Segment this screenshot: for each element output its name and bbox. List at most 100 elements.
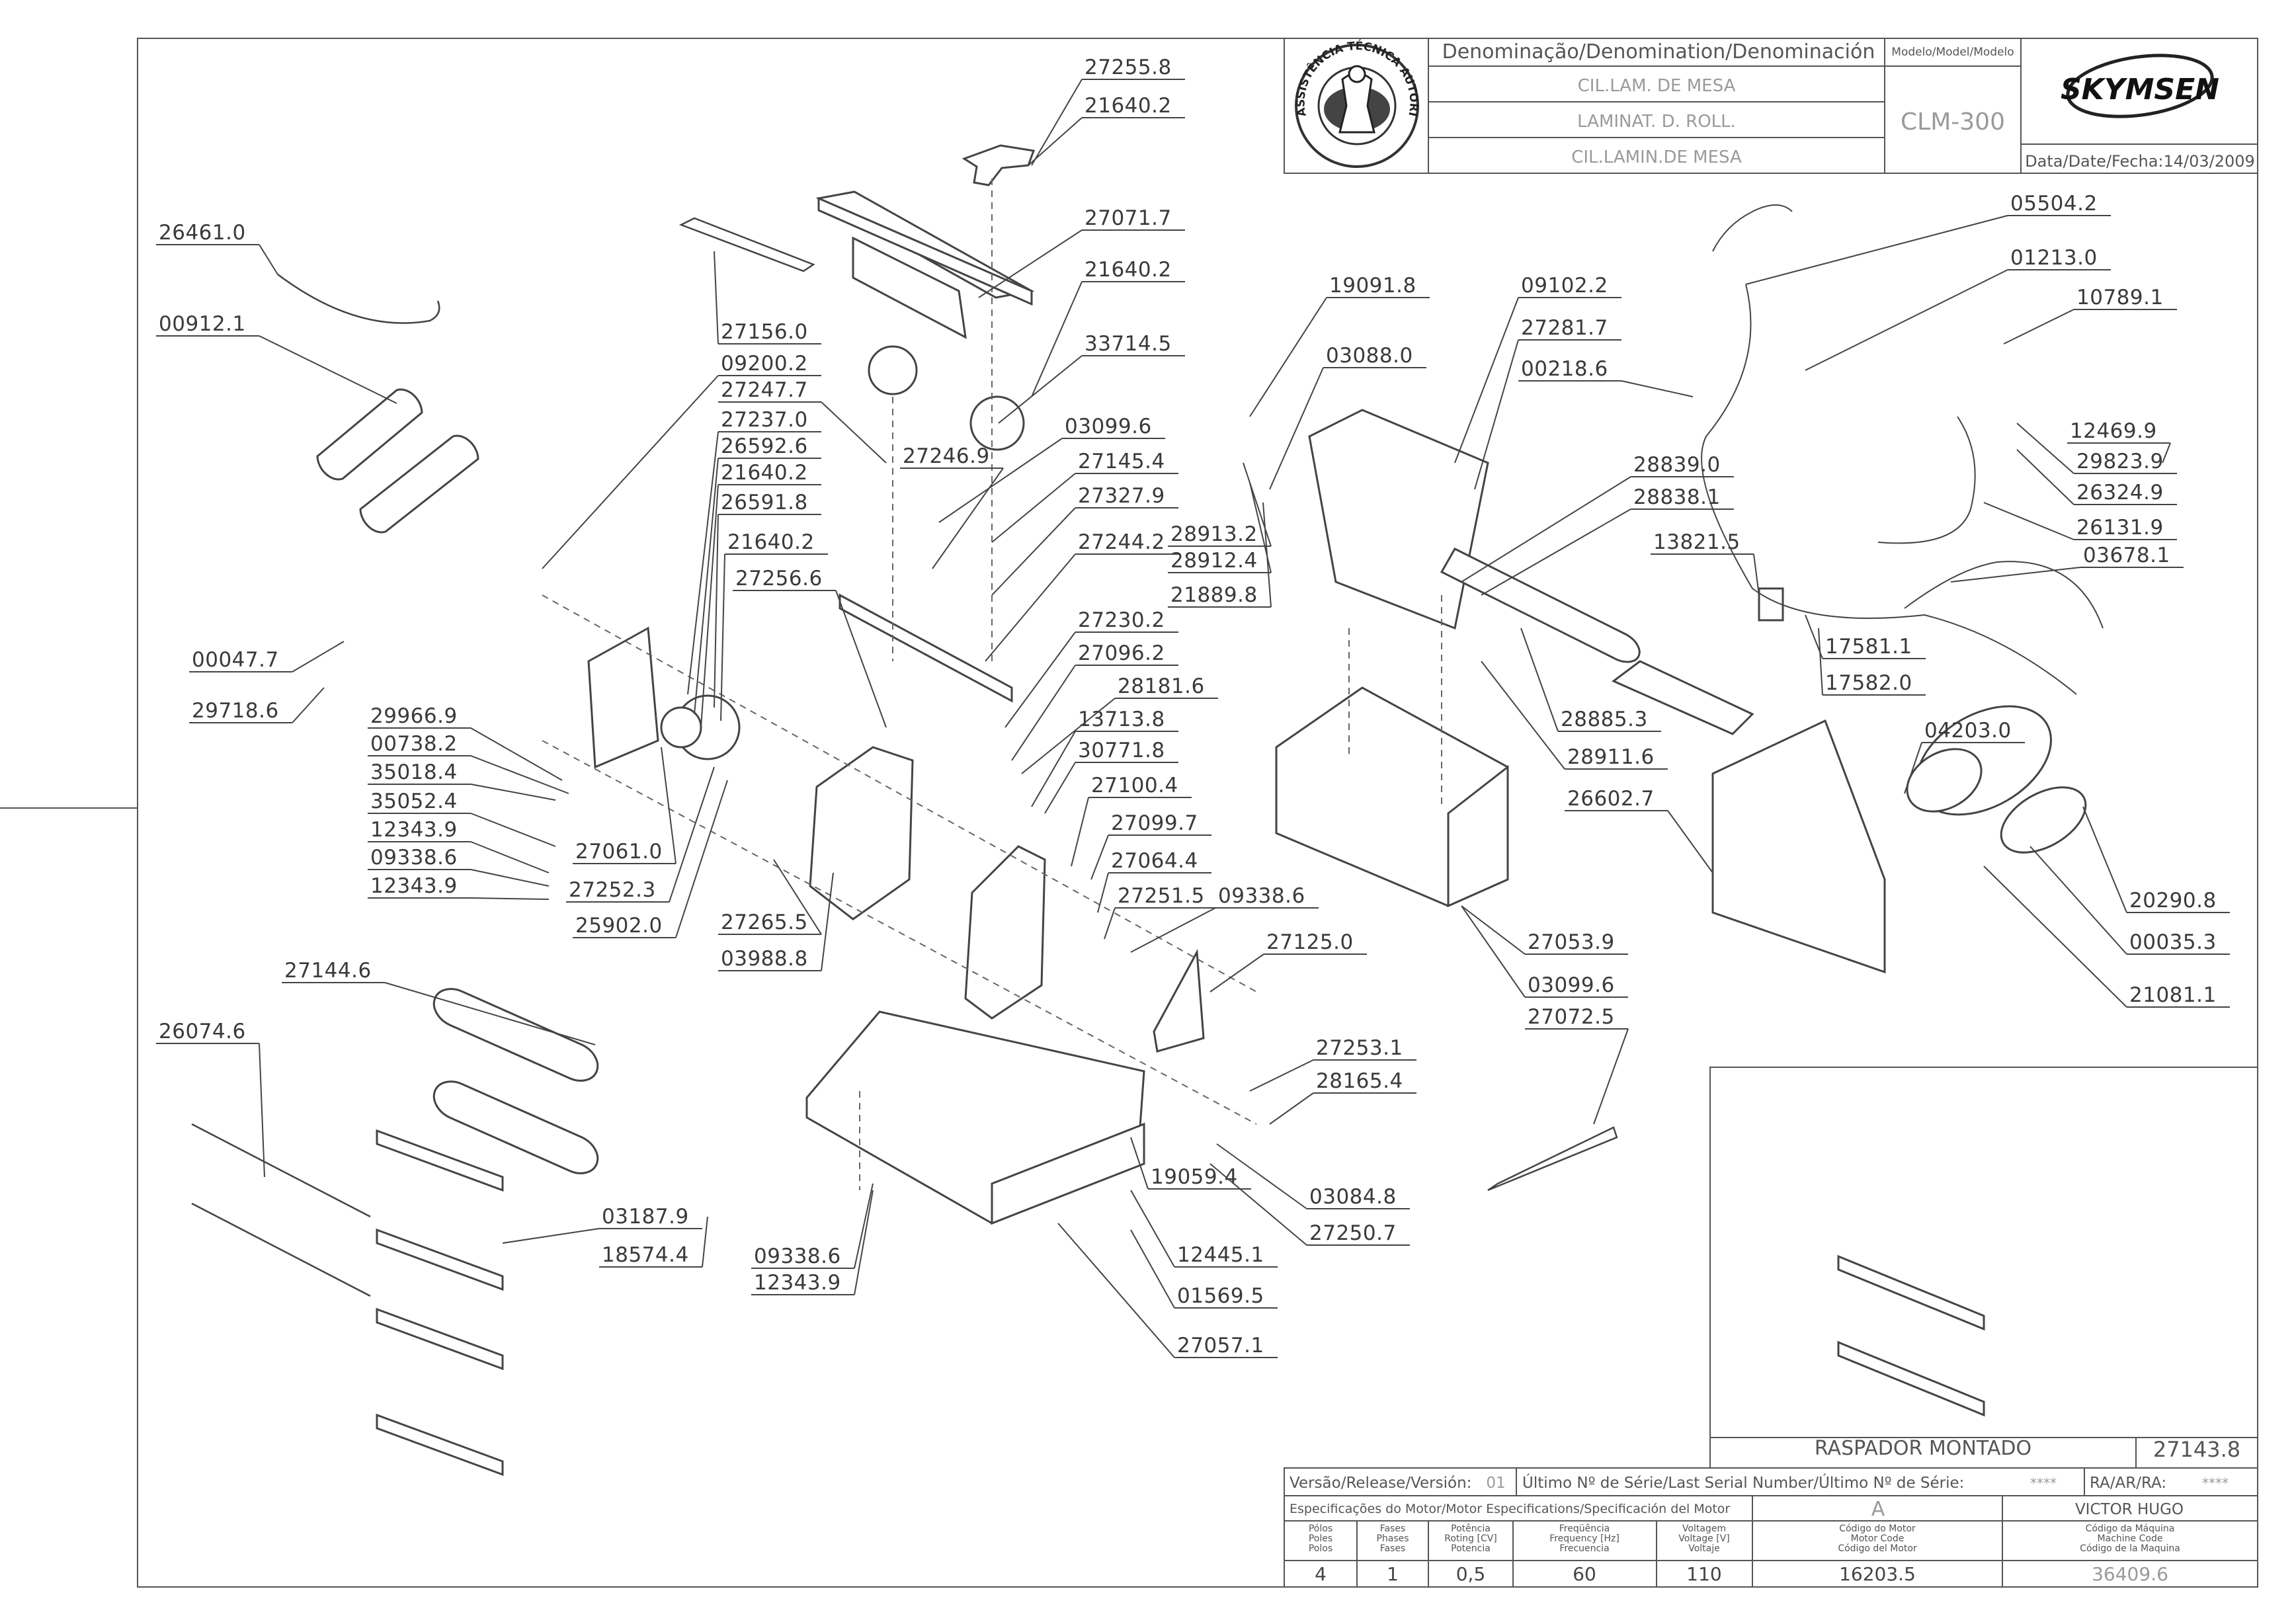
part-label: 03187.9 bbox=[602, 1205, 689, 1229]
part-label: 27144.6 bbox=[284, 959, 372, 983]
leader-line bbox=[1983, 866, 2127, 1008]
spec-value: 110 bbox=[1686, 1563, 1721, 1585]
part-label: 10789.1 bbox=[2076, 286, 2164, 309]
leader-line bbox=[773, 859, 822, 935]
part-label: 12445.1 bbox=[1177, 1243, 1264, 1267]
leader-line bbox=[1071, 797, 1089, 867]
part-label: 03084.8 bbox=[1309, 1185, 1397, 1209]
title-block: ASSISTÊNCIA TÉCNICA AUTORIZADA Denominaç… bbox=[0, 0, 2258, 174]
spec-header: Código de la Maquina bbox=[2080, 1543, 2180, 1554]
part-label: 09200.2 bbox=[721, 352, 808, 376]
leader-line bbox=[470, 841, 550, 873]
leader-line bbox=[720, 553, 725, 721]
spec-header: Frecuencia bbox=[1559, 1543, 1609, 1554]
part-label: 27247.7 bbox=[721, 378, 808, 402]
spec-value: 60 bbox=[1573, 1563, 1596, 1585]
leader-line bbox=[991, 507, 1076, 596]
leader-line bbox=[1983, 502, 2074, 540]
part-label: 21081.1 bbox=[2129, 983, 2217, 1007]
inset-title: RASPADOR MONTADO bbox=[1815, 1437, 2031, 1460]
leader-line bbox=[1904, 742, 1922, 794]
drawing-date: Data/Date/Fecha:14/03/2009 bbox=[2025, 152, 2255, 171]
spec-header: Código da Máquina bbox=[2086, 1523, 2175, 1534]
leader-line bbox=[1097, 872, 1109, 913]
part-label: 27096.2 bbox=[1078, 641, 1165, 665]
part-label: 26592.6 bbox=[721, 434, 808, 458]
leader-line bbox=[1454, 297, 1519, 464]
part-label: 13821.5 bbox=[1653, 530, 1741, 554]
spec-header: Fases bbox=[1380, 1543, 1406, 1554]
spec-header: Voltagem bbox=[1682, 1523, 1726, 1534]
part-label: 26074.6 bbox=[159, 1020, 246, 1043]
leader-line bbox=[1130, 1229, 1175, 1309]
leader-line bbox=[470, 784, 556, 801]
leader-line bbox=[1461, 905, 1526, 955]
leader-line bbox=[470, 813, 556, 847]
model-header: Modelo/Model/Modelo bbox=[1891, 46, 2014, 59]
leader-line bbox=[292, 687, 325, 723]
part-label: 27246.9 bbox=[903, 444, 990, 468]
spec-header: Freqüência bbox=[1559, 1523, 1610, 1534]
part-label: 28181.6 bbox=[1118, 674, 1205, 698]
leader-line bbox=[978, 229, 1083, 298]
leader-line bbox=[542, 375, 719, 569]
part-label: 19059.4 bbox=[1151, 1165, 1238, 1189]
leader-line bbox=[661, 747, 676, 864]
leader-line bbox=[991, 473, 1076, 543]
part-label: 27057.1 bbox=[1177, 1334, 1264, 1358]
motor-spec-columns: PólosPolesPolos4FasesPhasesFases1Potênci… bbox=[1309, 1523, 2180, 1585]
name-es: CIL.LAMIN.DE MESA bbox=[1571, 147, 1742, 167]
leader-line bbox=[821, 872, 834, 971]
part-label: 01569.5 bbox=[1177, 1284, 1264, 1308]
part-label: 27252.3 bbox=[569, 878, 656, 902]
leader-line bbox=[1269, 1092, 1314, 1125]
part-label: 09102.2 bbox=[1521, 274, 1608, 298]
author: VICTOR HUGO bbox=[2075, 1501, 2184, 1518]
part-label: 33714.5 bbox=[1085, 332, 1172, 356]
leader-line bbox=[1130, 907, 1216, 953]
part-label: 00035.3 bbox=[2129, 930, 2217, 954]
leader-line bbox=[700, 484, 719, 728]
spec-header: Polos bbox=[1309, 1543, 1332, 1554]
leader-line bbox=[1805, 269, 2008, 371]
part-label: 13713.8 bbox=[1078, 708, 1165, 731]
part-label: 27256.6 bbox=[735, 567, 823, 590]
spec-block: Versão/Release/Versión: 01 Último Nº de … bbox=[1284, 1467, 2258, 1588]
leader-line bbox=[985, 553, 1076, 662]
leader-line bbox=[2030, 846, 2127, 955]
part-label: 19091.8 bbox=[1329, 274, 1416, 298]
part-label: 17582.0 bbox=[1825, 671, 1912, 695]
leader-line bbox=[821, 401, 887, 464]
brand-logo: SKYMSEN bbox=[2061, 54, 2219, 118]
leader-line bbox=[835, 590, 887, 728]
leader-line bbox=[1104, 907, 1116, 940]
part-label: 03678.1 bbox=[2083, 544, 2170, 567]
spec-header: Fases bbox=[1380, 1523, 1406, 1534]
part-label: 27281.7 bbox=[1521, 316, 1608, 340]
part-label: 20290.8 bbox=[2129, 889, 2217, 913]
leader-line bbox=[854, 1190, 874, 1295]
part-label: 27230.2 bbox=[1078, 608, 1165, 632]
leader-line bbox=[1130, 1137, 1149, 1190]
leader-line bbox=[470, 897, 550, 900]
model-name: CLM-300 bbox=[1901, 108, 2005, 136]
part-label: 00738.2 bbox=[370, 732, 458, 756]
spec-header: Pólos bbox=[1309, 1523, 1332, 1534]
leader-line bbox=[1667, 810, 1713, 873]
part-label: 27244.2 bbox=[1078, 530, 1165, 554]
part-label: 29718.6 bbox=[192, 699, 279, 723]
part-number-labels: 27255.821640.227071.721640.233714.526461… bbox=[159, 56, 2217, 1358]
part-label: 27099.7 bbox=[1111, 811, 1198, 835]
part-label: 27253.1 bbox=[1316, 1036, 1403, 1060]
part-label: 21889.8 bbox=[1170, 583, 1258, 607]
leader-line bbox=[1021, 698, 1116, 774]
part-label: 03088.0 bbox=[1326, 344, 1413, 368]
leader-line bbox=[1249, 1059, 1314, 1092]
scraper-assembly-inset: RASPADOR MONTADO 27143.8 bbox=[1709, 1067, 2258, 1469]
spec-header: Código del Motor bbox=[1838, 1543, 1917, 1554]
part-label: 28165.4 bbox=[1316, 1069, 1403, 1093]
leader-line bbox=[1028, 117, 1083, 166]
spec-header: Voltage [V] bbox=[1678, 1533, 1729, 1544]
part-label: 30771.8 bbox=[1078, 739, 1165, 762]
spec-header: Voltaje bbox=[1688, 1543, 1720, 1554]
